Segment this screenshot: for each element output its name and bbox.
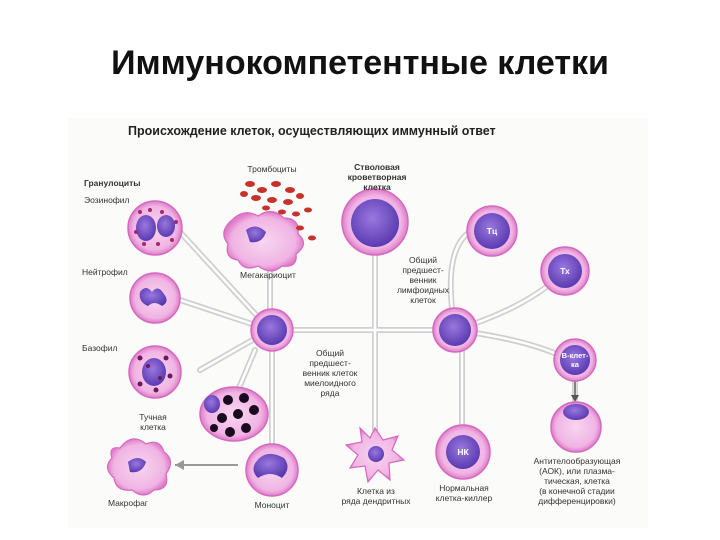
label-megakaryocyte: Мегакариоцит — [240, 270, 296, 280]
eosinophil-cell — [127, 200, 183, 256]
label-plasma-cell: Антителообразующая (АОК), или плазма- ти… — [533, 456, 621, 506]
basophil-cell — [128, 345, 182, 399]
arrow-b-to-plasma — [571, 380, 579, 402]
tc-cell — [466, 205, 518, 257]
label-stem-cell: Стволовая кроветворная клетка — [347, 162, 407, 192]
label-granulocytes: Гранулоциты — [84, 178, 141, 188]
th-cell — [540, 246, 590, 296]
th-cell-text: Тх — [560, 266, 570, 276]
lymphoid-progenitor-cell — [432, 307, 478, 353]
platelets-cluster — [240, 181, 316, 241]
label-mast-cell: Тучная клетка — [139, 412, 167, 432]
figure-title: Происхождение клеток, осуществляющих имм… — [128, 124, 496, 138]
label-nk-cell: Нормальная клетка-киллер — [435, 483, 493, 503]
b-cell — [553, 338, 597, 382]
mast-cell — [199, 386, 269, 442]
b-cell-text: В-клет- ка — [561, 351, 589, 369]
label-monocyte: Моноцит — [254, 500, 290, 510]
monocyte-cell — [245, 443, 299, 497]
label-lymphoid-progenitor: Общий предшест- венник лимфоидных клеток — [396, 255, 450, 305]
label-neutrophil: Нейтрофил — [82, 267, 128, 277]
neutrophil-cell — [129, 272, 181, 324]
label-macrophage: Макрофаг — [108, 498, 148, 508]
label-dendritic-cell: Клетка из ряда дендритных — [341, 486, 411, 506]
nk-cell — [435, 424, 491, 480]
tc-cell-text: Тц — [486, 226, 498, 236]
arrow-monocyte-to-macrophage — [175, 460, 238, 470]
dendritic-cell — [344, 426, 406, 484]
megakaryocyte-cell — [223, 210, 305, 272]
macrophage-cell — [106, 438, 172, 496]
stem-cell — [341, 188, 409, 256]
label-platelets: Тромбоциты — [247, 164, 297, 174]
slide-title: Иммунокомпетентные клетки — [111, 44, 609, 82]
myeloid-progenitor-cell — [250, 308, 294, 352]
label-myeloid-progenitor: Общий предшест- венник клеток миелоидног… — [302, 348, 358, 398]
label-eosinophil: Эозинофил — [84, 195, 130, 205]
nk-cell-text: НК — [457, 447, 469, 457]
plasma-cell — [550, 401, 602, 453]
label-basophil: Базофил — [82, 343, 118, 353]
